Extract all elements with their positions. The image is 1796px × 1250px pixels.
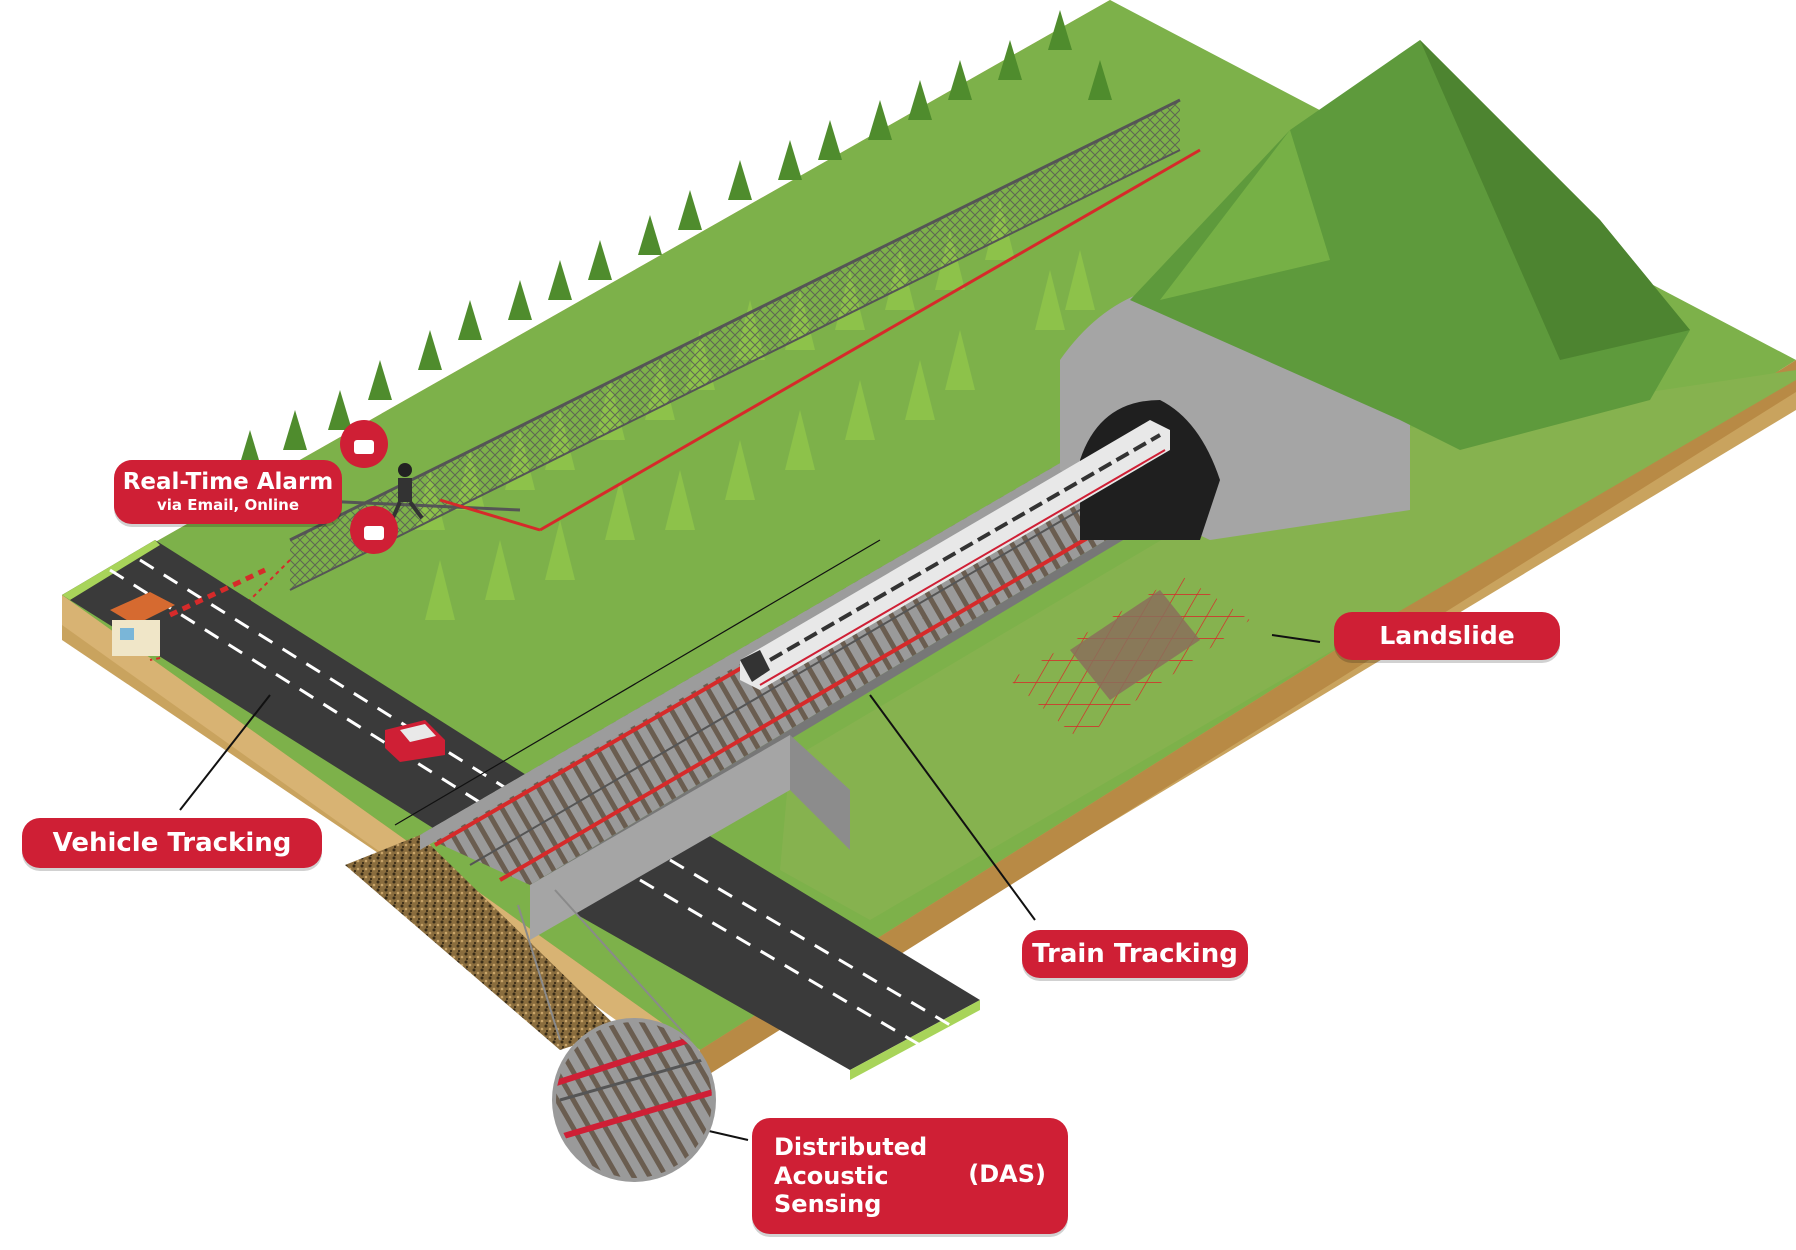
das-abbreviation: (DAS) — [968, 1160, 1046, 1188]
guard-booth-icon — [110, 567, 267, 656]
ballast-embankment — [345, 835, 620, 1050]
das-label: Distributed Acoustic Sensing (DAS) — [752, 1118, 1068, 1234]
upper-road — [62, 540, 550, 845]
forest — [238, 10, 1112, 620]
intruder-icon — [390, 463, 424, 521]
das-line2: Acoustic — [774, 1161, 889, 1190]
real-time-alarm-label: Real-Time Alarm via Email, Online — [114, 460, 342, 524]
car-icon — [385, 720, 445, 762]
mountain — [1130, 40, 1690, 450]
das-zoom-connector — [517, 889, 691, 1041]
lower-road — [560, 830, 980, 1080]
embankment-grass — [780, 370, 1796, 920]
das-line1: Distributed — [774, 1132, 928, 1161]
train-icon — [740, 420, 1170, 690]
alarm-title: Real-Time Alarm — [122, 469, 334, 496]
train-tracking-label: Train Tracking — [1022, 930, 1248, 978]
landslide-label: Landslide — [1334, 612, 1560, 660]
landslide-net — [1010, 575, 1250, 740]
das-title-lines: Distributed Acoustic Sensing — [774, 1133, 927, 1219]
alarm-subtitle: via Email, Online — [156, 495, 300, 514]
alarm-beacon-icon — [340, 420, 398, 554]
das-line3: Sensing — [774, 1190, 882, 1219]
das-zoom-circle — [552, 1018, 716, 1182]
perimeter-fence — [149, 98, 1201, 661]
vehicle-tracking-label: Vehicle Tracking — [22, 818, 322, 868]
